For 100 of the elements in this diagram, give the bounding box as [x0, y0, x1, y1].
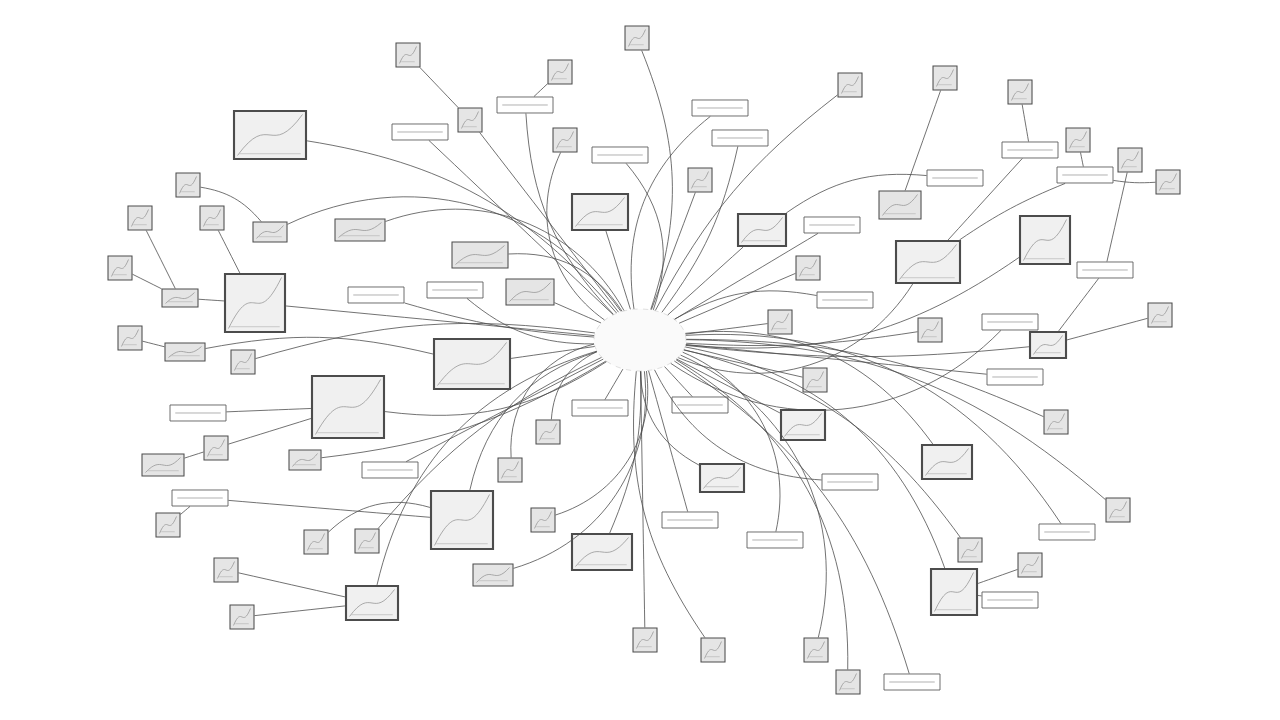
connector-line: [513, 370, 647, 569]
label-box: [1038, 523, 1096, 541]
sketch-picture: [700, 637, 726, 663]
connector-line: [685, 334, 1062, 524]
sketch-picture: [472, 563, 514, 587]
sketch-picture: [767, 309, 793, 335]
sketch-picture: [795, 255, 821, 281]
sketch-picture: [1065, 127, 1091, 153]
monitor-picture: [570, 532, 634, 572]
label-box: [1001, 141, 1059, 159]
connector-line: [200, 186, 262, 222]
sketch-picture: [1147, 302, 1173, 328]
sketch-picture: [1043, 409, 1069, 435]
sketch-picture: [878, 190, 922, 220]
connector-line: [1066, 317, 1148, 341]
connector-line: [550, 351, 598, 420]
connector-line: [328, 502, 431, 533]
connector-line: [633, 370, 706, 638]
sketch-picture: [203, 435, 229, 461]
label-box: [496, 96, 554, 114]
connector-line: [428, 140, 614, 315]
connector-line: [977, 595, 982, 597]
monitor-picture: [432, 337, 512, 391]
connector-line: [673, 360, 910, 674]
sketch-picture: [632, 627, 658, 653]
label-box: [1056, 166, 1114, 184]
label-box: [981, 313, 1039, 331]
label-box: [746, 531, 804, 549]
sketch-picture: [1117, 147, 1143, 173]
connector-line: [651, 192, 696, 310]
sketch-picture: [230, 349, 256, 375]
label-box: [1076, 261, 1134, 279]
sketch-picture: [624, 25, 650, 51]
connector-line: [676, 358, 781, 414]
label-box: [691, 99, 749, 117]
connector-line: [605, 230, 631, 310]
sketch-picture: [395, 42, 421, 68]
connector-line: [385, 208, 625, 311]
connector-line: [376, 350, 598, 586]
monitor-picture: [223, 272, 287, 334]
label-box: [803, 216, 861, 234]
connector-line: [675, 359, 849, 670]
connector-line: [683, 349, 803, 378]
connector-line: [205, 336, 434, 355]
connector-line: [904, 90, 941, 191]
sketch-picture: [199, 205, 225, 231]
sketch-picture: [687, 167, 713, 193]
connector-line: [132, 273, 162, 290]
hub-ellipse: [593, 308, 687, 372]
label-box: [981, 591, 1039, 609]
label-box: [591, 146, 649, 164]
sketch-picture: [288, 449, 322, 471]
connector-line: [217, 230, 241, 274]
monitor-picture: [736, 212, 788, 248]
sketch-picture: [451, 241, 509, 269]
connector-line: [404, 302, 595, 338]
monitor-picture: [894, 239, 962, 285]
monitor-picture: [344, 584, 400, 622]
connector-line: [674, 233, 819, 320]
monitor-picture: [232, 109, 308, 161]
label-box: [391, 123, 449, 141]
monitor-picture: [429, 489, 495, 551]
sketch-picture: [802, 367, 828, 393]
sketch-picture: [117, 325, 143, 351]
connector-line: [255, 323, 596, 359]
connector-line: [142, 340, 165, 348]
connector-line: [685, 344, 1030, 357]
connector-line: [533, 83, 548, 97]
connector-line: [685, 338, 1044, 418]
connector-line: [405, 358, 604, 462]
connector-line: [670, 330, 1002, 411]
sketch-picture: [505, 278, 555, 306]
monitor-picture: [920, 443, 974, 481]
sketch-picture: [161, 288, 199, 308]
sketch-picture: [535, 419, 561, 445]
sketch-picture: [252, 221, 288, 243]
connector-line: [1058, 278, 1099, 332]
monitor-picture: [570, 192, 630, 232]
label-box: [711, 129, 769, 147]
connector-line: [466, 298, 595, 345]
sketch-picture: [837, 72, 863, 98]
connector-line: [377, 357, 602, 529]
connector-line: [654, 369, 822, 481]
connector-line: [685, 323, 768, 335]
sketch-picture: [155, 512, 181, 538]
sketch-picture: [164, 342, 206, 362]
connector-line: [682, 351, 781, 532]
sketch-picture: [1007, 79, 1033, 105]
monitor-picture: [698, 462, 746, 494]
sketch-picture: [457, 107, 483, 133]
sketch-picture: [229, 604, 255, 630]
connector-line: [977, 569, 1018, 584]
sketch-picture: [1155, 169, 1181, 195]
sketch-picture: [835, 669, 861, 695]
connector-line: [419, 67, 459, 108]
connector-line: [306, 140, 617, 314]
connector-line: [145, 230, 176, 289]
label-box: [169, 404, 227, 422]
sketch-picture: [354, 528, 380, 554]
sketch-picture: [497, 457, 523, 483]
